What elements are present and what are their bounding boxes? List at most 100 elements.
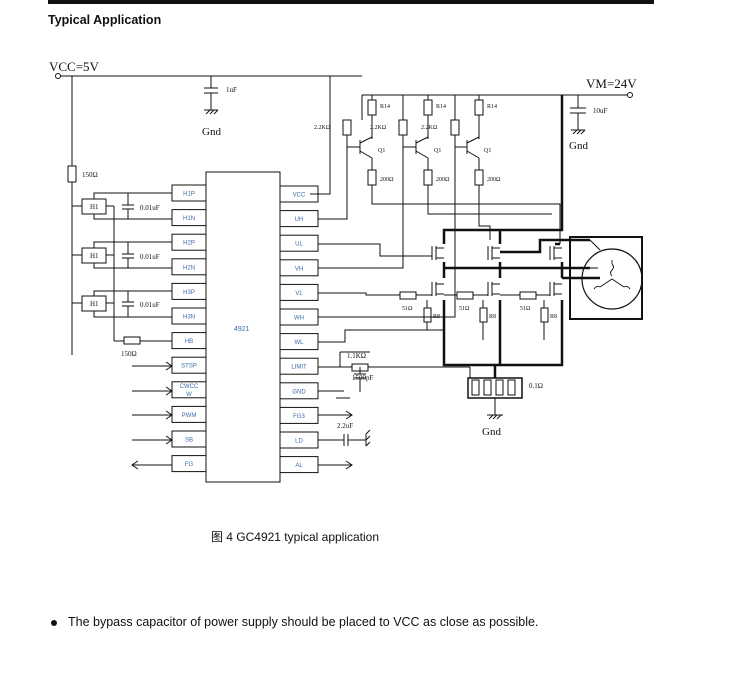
ic-pin-label-al: AL (295, 463, 303, 469)
q1-label-3: Q1 (484, 148, 491, 154)
r150-top-label: 150Ω (82, 171, 98, 179)
ic-right-pin-box (279, 185, 319, 203)
gate-driver-1 (342, 95, 377, 190)
resistor-150-top (67, 165, 77, 183)
hall-2-label: H1 (90, 252, 99, 260)
r8-label-2: R8 (489, 314, 496, 320)
hall-3-label: H1 (90, 300, 99, 308)
ic-pin-label-wh: WH (294, 316, 304, 322)
r51-label-1: 51Ω (402, 306, 413, 312)
vm-label: VM=24V (586, 76, 637, 91)
ic-left-pin-box (171, 233, 207, 251)
sense-resistor-bank (467, 367, 523, 420)
ic-pin-label-cwcc: CWCC (180, 384, 199, 390)
ic-pin-label-limit: LIMIT (291, 365, 307, 371)
ic-pin-label-hb: HB (185, 339, 193, 345)
motor-symbol (569, 236, 643, 320)
r200-label-1: 200Ω (380, 177, 394, 183)
r-base-label-3: 2.2KΩ (421, 125, 438, 131)
hall-capacitor-1 (122, 193, 134, 219)
gate-driver-2 (398, 95, 433, 190)
ic-left-pin-box (171, 455, 207, 473)
r200-label-3: 200Ω (487, 177, 501, 183)
h-bridge-power-wires (442, 95, 600, 378)
ic-left-pin-box (171, 258, 207, 276)
r200-label-2: 200Ω (436, 177, 450, 183)
r8-label-1: R8 (433, 314, 440, 320)
ic-right-pin-box (279, 283, 319, 301)
mosfet-low-2 (476, 282, 500, 296)
hall-capacitor-2 (122, 242, 134, 268)
ic-pin-label-wl: WL (295, 340, 305, 346)
mosfet-high-1 (431, 246, 444, 260)
ic-pin-label-vcc: VCC (293, 193, 306, 199)
gate-driver-3 (450, 95, 484, 190)
ic-name: 4921 (234, 326, 250, 333)
ic-pin-label-uh: UH (295, 217, 304, 223)
resistor-150-hb (123, 336, 141, 345)
ic-left-pin-box (171, 184, 207, 202)
ic-left-pin-box (171, 209, 207, 227)
cap-1uf-label: 1uF (226, 86, 237, 94)
ic-pin-label-h1p: H1P (183, 192, 195, 198)
ic-left-pin-box (171, 282, 207, 300)
vm-terminal (627, 92, 633, 98)
r14-label-2: R14 (436, 104, 446, 110)
bypass-note: The bypass capacitor of power supply sho… (68, 615, 539, 629)
top-rule (48, 0, 654, 4)
ic-pin-label-ld: LD (295, 439, 303, 445)
mosfet-low-1 (420, 282, 444, 296)
ic-pin-label-fg: FG (185, 462, 194, 468)
ic-right-pin-box (279, 234, 319, 252)
ic-pin-label-stsp: STSP (181, 364, 197, 370)
limit-network (318, 351, 470, 399)
hall-signal-wires (93, 192, 172, 342)
ic-pin-label-fg3: FG3 (293, 414, 305, 420)
vm-bypass-capacitor (570, 95, 586, 135)
ic-pin-label-h1n: H1N (183, 216, 195, 222)
r-limit-label: 1.1KΩ (347, 352, 366, 360)
ic-pin-label-h3p: H3P (183, 290, 195, 296)
vcc-bypass-capacitor (204, 76, 219, 115)
hall-cap-2-label: 0.01uF (140, 253, 160, 261)
q1-label-2: Q1 (434, 148, 441, 154)
r-base-label-2: 2.2KΩ (370, 125, 387, 131)
ic-right-pin-box (279, 357, 319, 375)
ic-left-pin-box (171, 332, 207, 350)
mosfet-low-3 (538, 282, 562, 296)
vcc-label: VCC=5V (49, 59, 100, 74)
ic-pin-label-h2n: H2N (183, 265, 195, 271)
gnd-label-1: Gnd (202, 126, 221, 138)
ic-pin-label-ul: UL (295, 242, 303, 248)
ic-pin-label-h3n: H3N (183, 315, 195, 321)
r-sense-label: 0.1Ω (529, 382, 543, 390)
gate-resistors (399, 291, 549, 340)
bullet-dot (51, 620, 57, 626)
figure-caption: 图 4 GC4921 typical application (0, 528, 590, 545)
ic-left-pin-box (171, 307, 207, 325)
cap-10uf-label: 10uF (593, 107, 608, 115)
output-arrows (318, 410, 371, 470)
mosfet-high-2 (487, 246, 500, 260)
ic-pin-label-vh: VH (295, 266, 303, 272)
r51-label-3: 51Ω (520, 306, 531, 312)
section-heading: Typical Application (48, 13, 162, 27)
input-arrows (131, 361, 173, 470)
caption-text: 图 4 GC4921 typical application (210, 530, 380, 544)
r150-hb-label: 150Ω (121, 350, 137, 358)
ic-pin-label-sb: SB (185, 438, 193, 444)
ic-left-pin-box (171, 356, 207, 374)
gnd-label-2: Gnd (569, 140, 588, 152)
hall-1-label: H1 (90, 203, 99, 211)
cap-limit-label: 1500pF (352, 374, 374, 382)
gate-control-wires (318, 147, 561, 343)
r51-label-2: 51Ω (459, 306, 470, 312)
q1-label-1: Q1 (378, 148, 385, 154)
ic-pin-label-vl: VL (295, 291, 303, 297)
vcc-pin-wire (310, 76, 331, 195)
ic-left-pin-box (171, 405, 207, 423)
ic-left-pin-box (171, 430, 207, 448)
